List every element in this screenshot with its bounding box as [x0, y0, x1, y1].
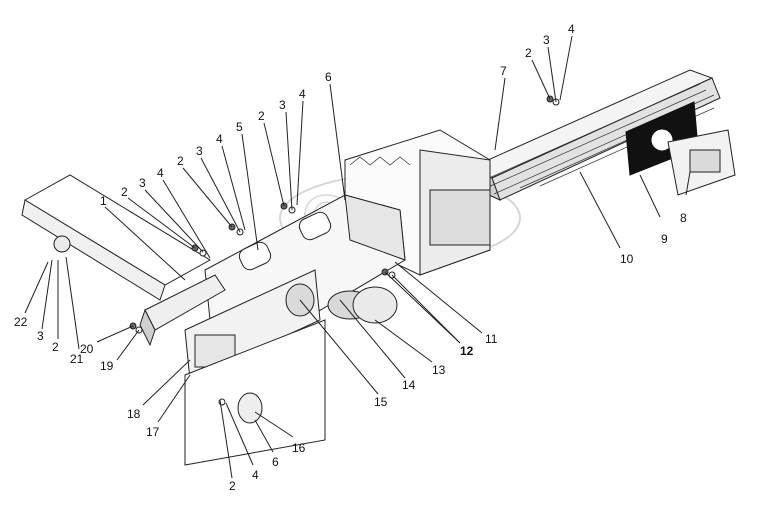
callout-9: 9: [661, 232, 668, 246]
callout-10: 10: [620, 252, 634, 266]
platform-body: [21, 174, 211, 301]
callout-21: 21: [70, 352, 84, 366]
callout-16: 16: [292, 441, 306, 455]
rear-lamp-assembly: [625, 101, 736, 196]
callout-12: 12: [460, 344, 474, 358]
callout-3: 3: [279, 98, 286, 112]
callout-4: 4: [568, 22, 575, 36]
callout-14: 14: [402, 378, 416, 392]
lower-rail: [139, 274, 226, 347]
callout-15: 15: [374, 395, 388, 409]
callout-4: 4: [216, 132, 223, 146]
callout-2: 2: [525, 46, 532, 60]
callout-2: 2: [121, 185, 128, 199]
callout-6: 6: [325, 70, 332, 84]
callout-4: 4: [252, 468, 259, 482]
mud-flap: [184, 319, 326, 466]
callout-5: 5: [236, 120, 243, 134]
callout-3: 3: [543, 33, 550, 47]
frame-rail: [468, 69, 721, 201]
callout-4: 4: [157, 166, 164, 180]
callout-2: 2: [258, 109, 265, 123]
callout-4: 4: [299, 87, 306, 101]
callout-17: 17: [146, 425, 160, 439]
callout-19: 19: [100, 359, 114, 373]
callout-2: 2: [229, 479, 236, 493]
callout-3: 3: [139, 176, 146, 190]
callout-8: 8: [680, 211, 687, 225]
callout-20: 20: [80, 342, 94, 356]
callout-2: 2: [177, 154, 184, 168]
leader-lines: [24, 35, 691, 479]
callout-labels: 1 2 3 4 2 3 4 5 2 3 4 6 7 2 3 4 8 9 10 1…: [14, 22, 687, 493]
callout-6: 6: [272, 455, 279, 469]
callout-18: 18: [127, 407, 141, 421]
callout-2: 2: [52, 340, 59, 354]
callout-1: 1: [100, 194, 107, 208]
callout-11: 11: [485, 332, 498, 346]
callout-7: 7: [500, 64, 507, 78]
callout-22: 22: [14, 315, 28, 329]
callout-3: 3: [196, 144, 203, 158]
callout-13: 13: [432, 363, 446, 377]
callout-3: 3: [37, 329, 44, 343]
